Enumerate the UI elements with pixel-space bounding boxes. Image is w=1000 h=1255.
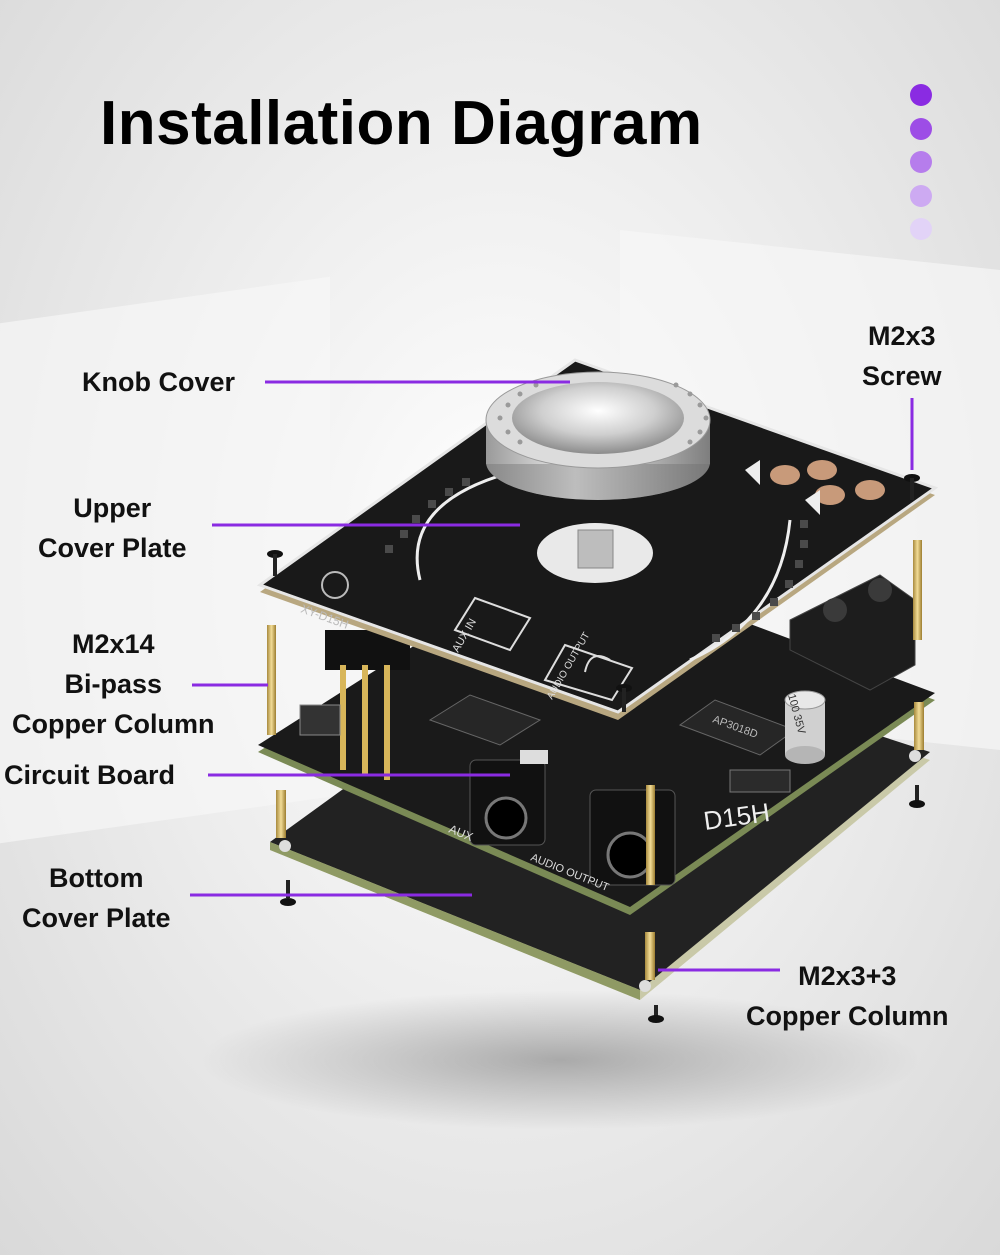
screw-bottom-right bbox=[909, 785, 925, 808]
bipass-copper-column-front bbox=[646, 785, 655, 885]
screw-top-front bbox=[616, 684, 632, 712]
model-logo bbox=[321, 571, 349, 599]
indicator-dot bbox=[910, 117, 932, 140]
label-bottom-cover-line2: Cover Plate bbox=[22, 903, 171, 933]
label-bipass-copper-column: M2x14 Bi-pass Copper Column bbox=[12, 624, 215, 744]
bipass-copper-column-right bbox=[913, 540, 922, 640]
copper-column-right bbox=[914, 702, 924, 750]
copper-column-left bbox=[276, 790, 286, 838]
label-bipass-line2: Bi-pass bbox=[64, 669, 163, 699]
page-title: Installation Diagram bbox=[100, 89, 703, 158]
label-copper-column: M2x3+3 Copper Column bbox=[746, 956, 949, 1036]
label-screw-line2: Screw bbox=[862, 361, 942, 391]
label-screw: M2x3 Screw bbox=[862, 316, 942, 396]
label-knob-cover-text: Knob Cover bbox=[82, 367, 236, 397]
screw-bottom-left bbox=[280, 880, 296, 906]
leader-lines bbox=[190, 380, 914, 972]
copper-column-front bbox=[645, 932, 655, 980]
label-bottom-cover-plate: Bottom Cover Plate bbox=[22, 858, 171, 938]
indicator-dot bbox=[910, 151, 932, 173]
speaker-cutouts bbox=[745, 460, 885, 515]
label-circuit-board: Circuit Board bbox=[4, 755, 175, 795]
bipass-copper-column-left bbox=[267, 625, 276, 735]
indicator-dot bbox=[910, 84, 932, 106]
label-bottom-cover-line1: Bottom bbox=[49, 863, 144, 893]
dial-arc bbox=[415, 468, 521, 581]
label-screw-line1: M2x3 bbox=[868, 321, 936, 351]
indicator-dots bbox=[910, 84, 932, 252]
upper-cover-plate: AUX IN AUDIO OUTPUT XY-D15H bbox=[256, 358, 939, 720]
indicator-dot bbox=[910, 218, 932, 240]
amplifier-chip bbox=[428, 694, 542, 746]
label-upper-cover-line1: Upper bbox=[73, 493, 152, 523]
label-upper-cover-plate: Upper Cover Plate bbox=[38, 488, 187, 568]
label-copper-column-line2: Copper Column bbox=[746, 1001, 949, 1031]
knob-cover bbox=[485, 371, 711, 500]
label-copper-column-line1: M2x3+3 bbox=[798, 961, 897, 991]
label-circuit-board-text: Circuit Board bbox=[4, 760, 176, 790]
screw-top-right bbox=[904, 474, 920, 500]
terminal-block bbox=[789, 574, 916, 691]
indicator-dot bbox=[910, 184, 932, 207]
label-upper-cover-line2: Cover Plate bbox=[38, 533, 187, 563]
ground-shadow bbox=[200, 990, 920, 1130]
label-knob-cover: Knob Cover bbox=[82, 362, 235, 402]
capacitor bbox=[784, 690, 826, 764]
led-indicators bbox=[385, 478, 808, 642]
screw-top-left bbox=[267, 550, 283, 576]
label-bipass-line1: M2x14 bbox=[71, 629, 155, 659]
label-bipass-line3: Copper Column bbox=[12, 709, 215, 739]
screw-bottom-front bbox=[648, 1005, 664, 1023]
